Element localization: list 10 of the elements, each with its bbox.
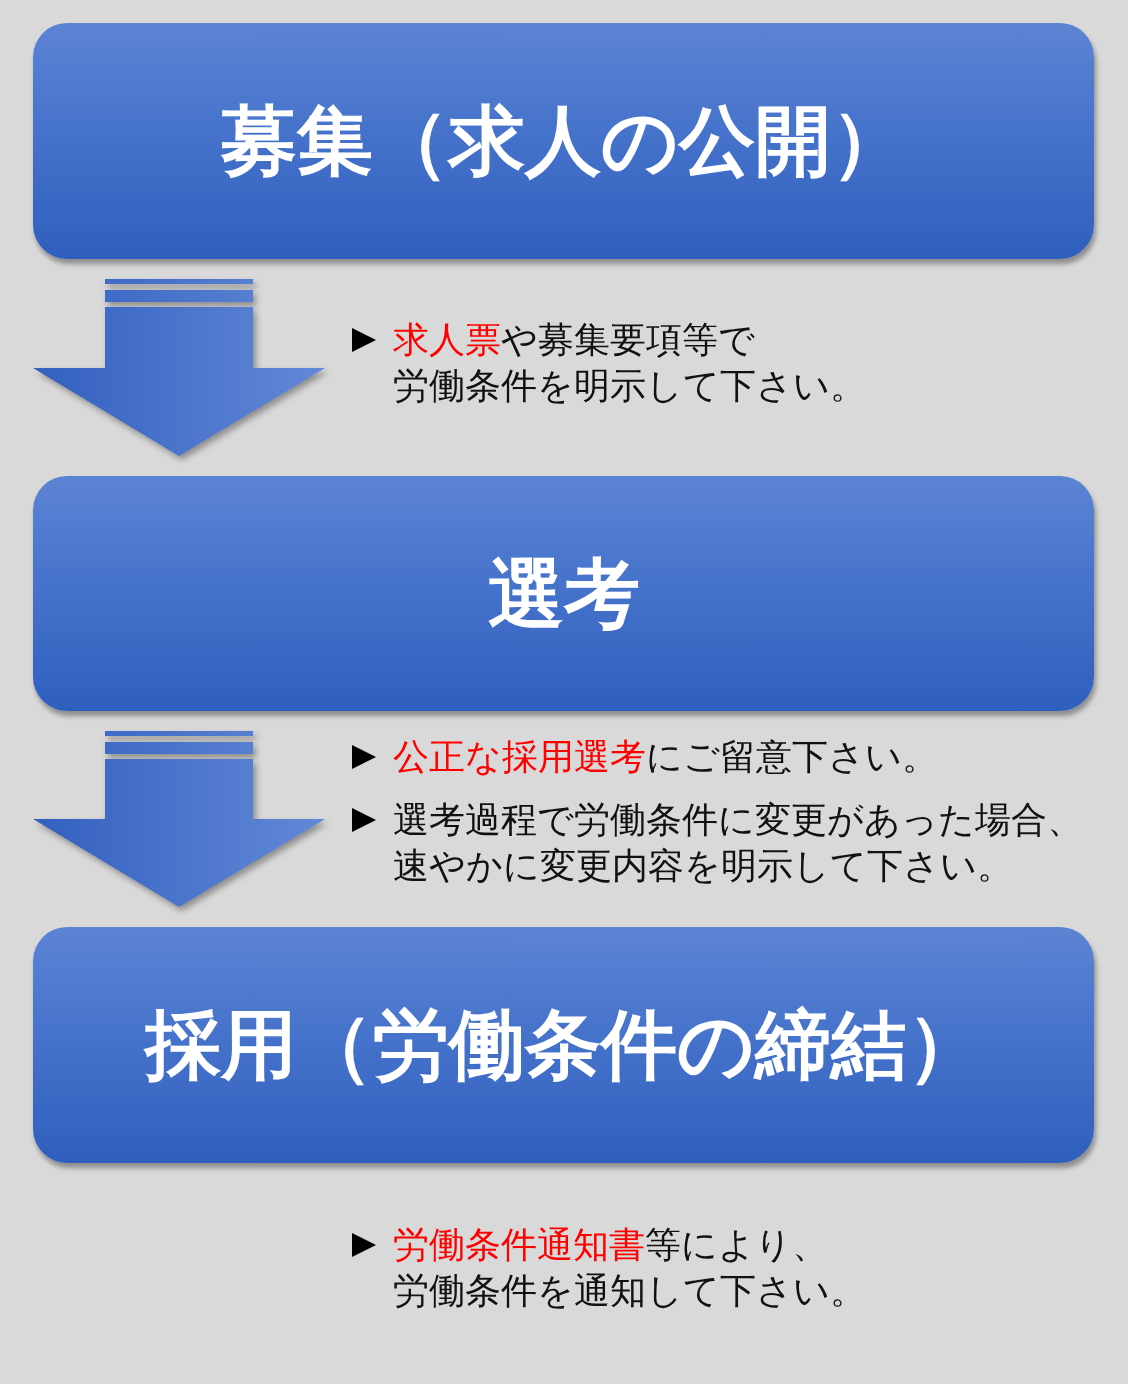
note-text: 選考過程で労働条件に変更があった場合、速やかに変更内容を明示して下さい。 — [393, 798, 1084, 888]
step-title: 選考 — [487, 549, 640, 638]
note-text: 求人票や募集要項等で労働条件を明示して下さい。 — [393, 318, 867, 408]
process-box — [33, 476, 1094, 711]
step-title: 採用（労働条件の締結） — [144, 1001, 983, 1089]
process-box — [33, 23, 1094, 259]
note-text: 公正な採用選考にご留意下さい。 — [393, 735, 939, 779]
note-text: 労働条件通知書等により、労働条件を通知して下さい。 — [393, 1223, 867, 1313]
step-title: 募集（求人の公開） — [220, 97, 907, 185]
process-box — [33, 927, 1094, 1163]
